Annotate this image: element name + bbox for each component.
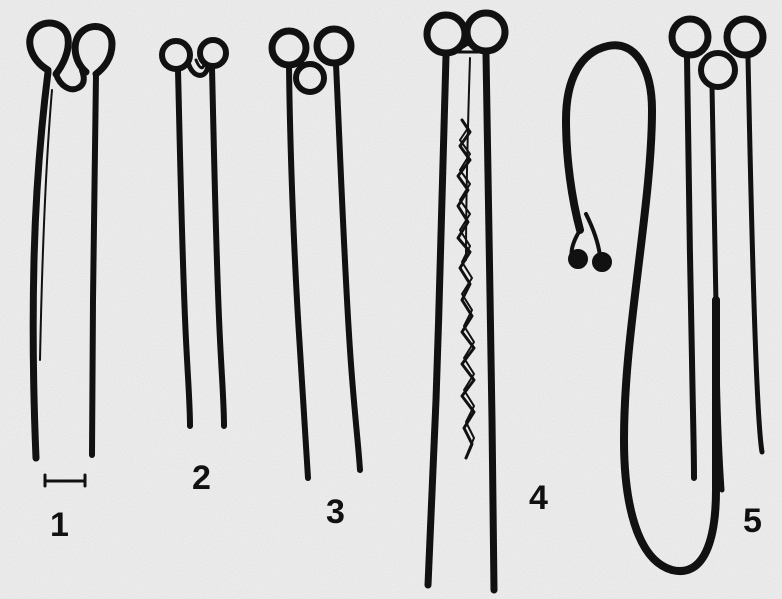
panel-label-4: 4 <box>529 481 548 515</box>
panel-label-1: 1 <box>50 508 69 542</box>
panel-label-2: 2 <box>192 461 211 495</box>
panel-label-3: 3 <box>326 495 345 529</box>
panel-label-5: 5 <box>743 504 762 538</box>
